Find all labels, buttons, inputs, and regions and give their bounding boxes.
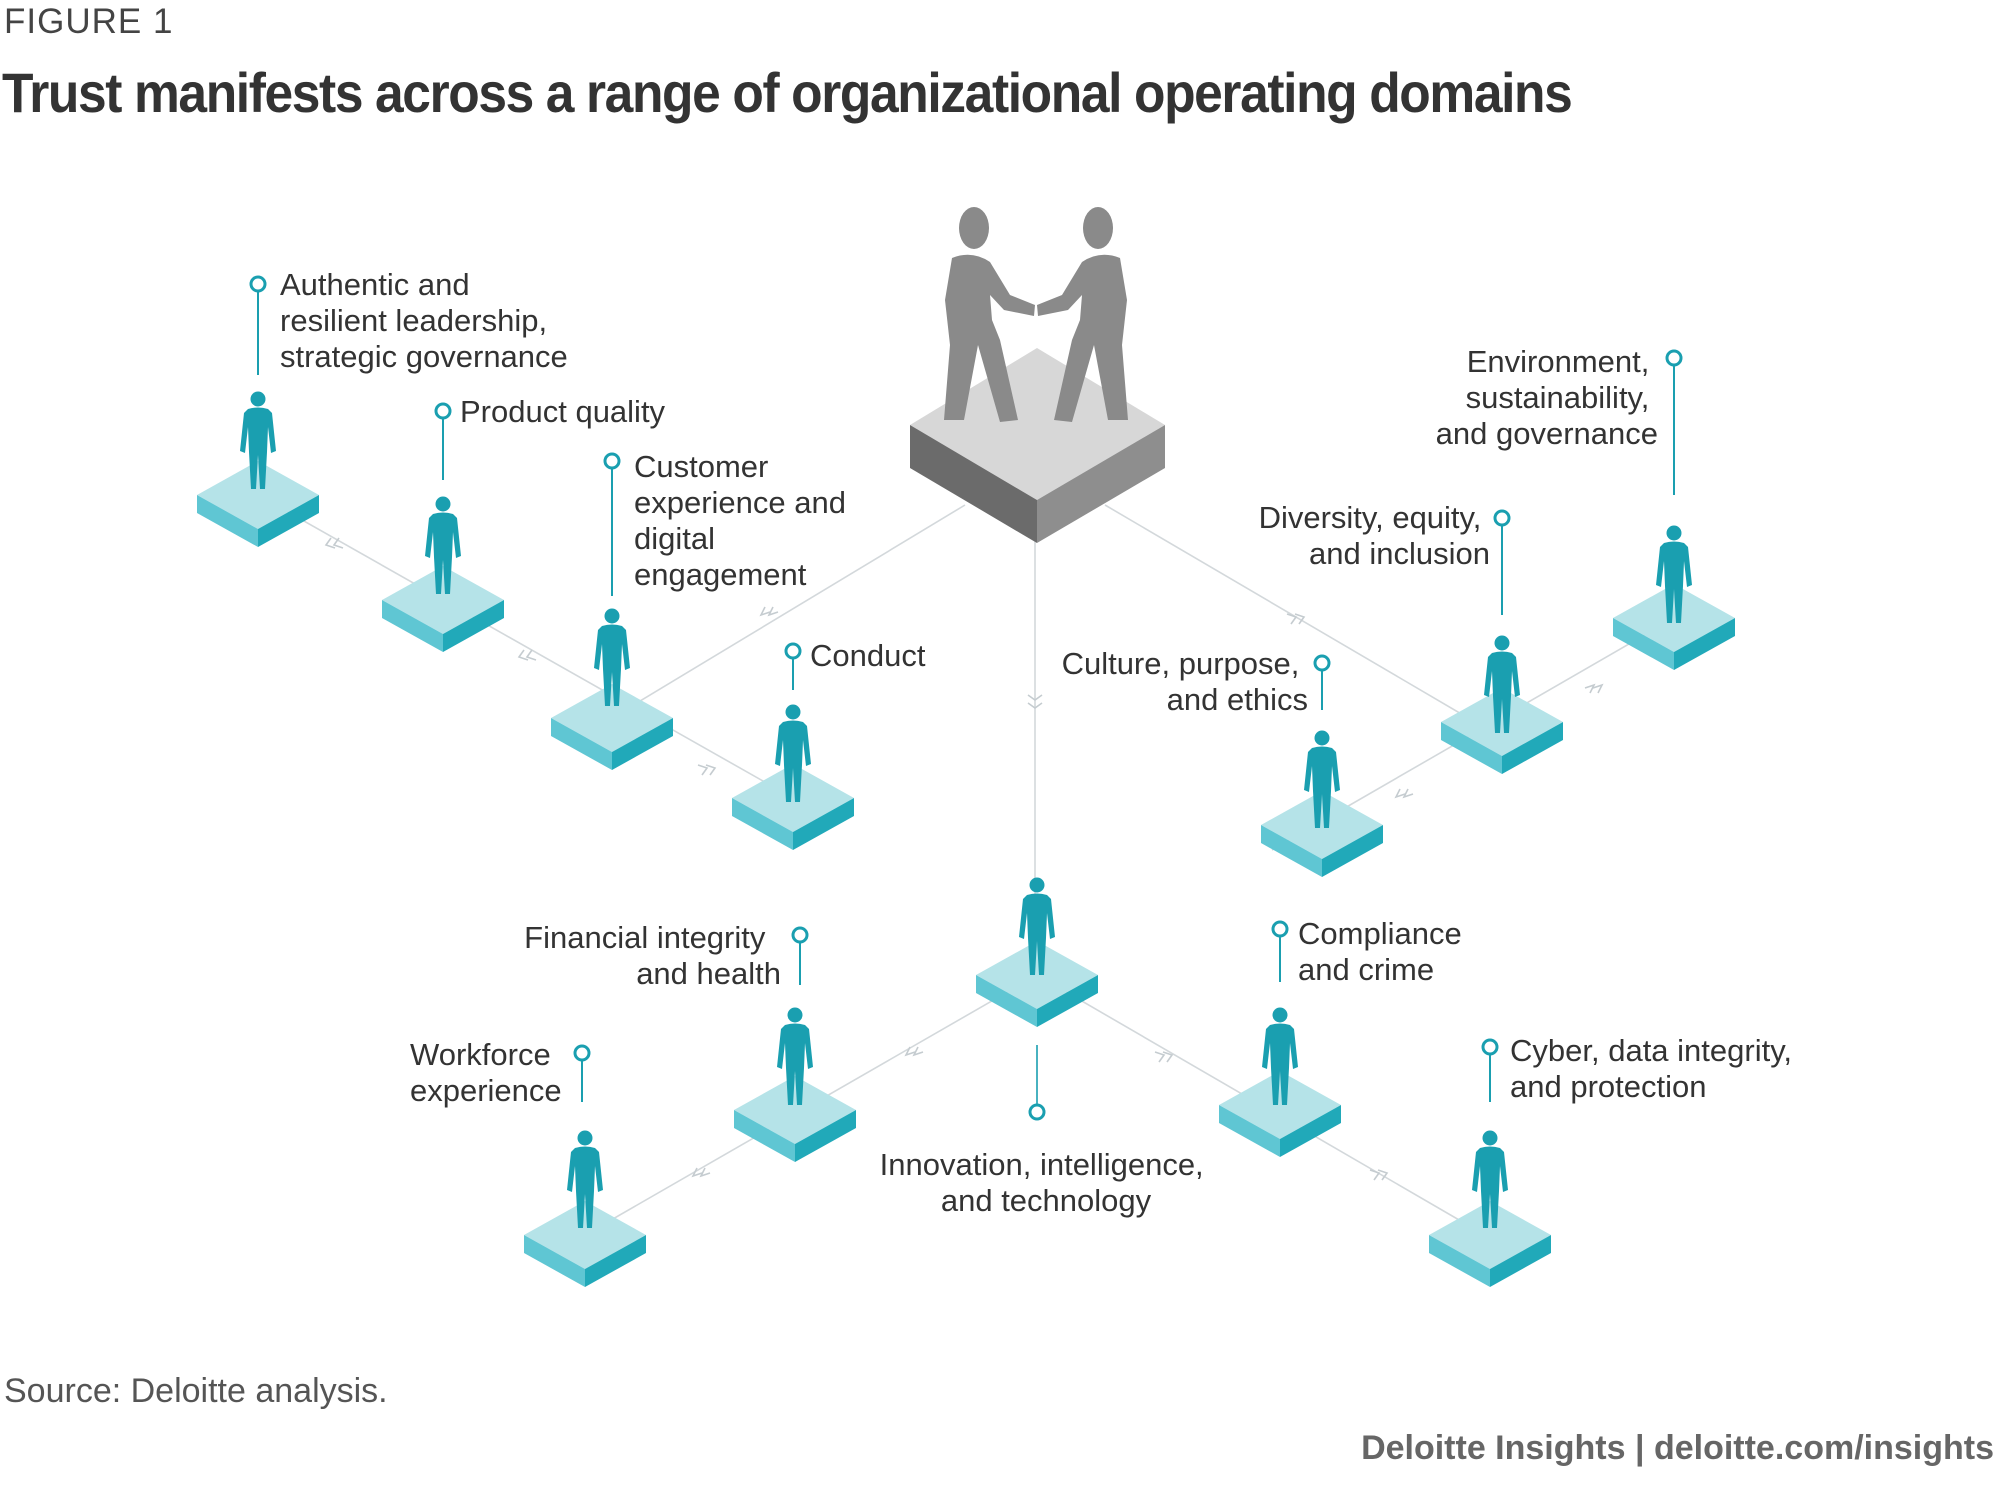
pin-icon [1665, 349, 1683, 367]
label-line: Diversity, equity, [1259, 500, 1482, 535]
domain-node-conduct [732, 642, 854, 850]
label-line: and governance [1436, 416, 1658, 451]
label-line: Innovation, intelligence, [880, 1147, 1204, 1182]
pin-icon [249, 275, 267, 293]
domain-node-leadership [197, 275, 319, 547]
label-line: and protection [1510, 1069, 1706, 1104]
label-line: engagement [634, 557, 807, 592]
pin-icon [1028, 1103, 1046, 1121]
label-customer: Customer experience and digital engageme… [634, 449, 855, 592]
label-product: Product quality [460, 394, 666, 429]
handshake-icon [944, 207, 1128, 422]
label-leadership: Authentic and resilient leadership, stra… [280, 267, 568, 374]
domain-node-diversity [1441, 509, 1563, 774]
pin-icon [603, 452, 621, 470]
domain-node-workforce [524, 1044, 646, 1287]
label-line: Culture, purpose, [1062, 646, 1300, 681]
label-line: Workforce [410, 1037, 551, 1072]
label-line: Customer [634, 449, 768, 484]
pin-icon [784, 642, 802, 660]
domain-node-compliance [1219, 920, 1341, 1157]
domain-node-product [382, 402, 504, 652]
label-line: and technology [941, 1183, 1152, 1218]
pin-icon [1271, 920, 1289, 938]
label-line: resilient leadership, [280, 303, 547, 338]
label-culture: Culture, purpose, and ethics [1062, 646, 1308, 717]
pin-icon [573, 1044, 591, 1062]
domain-node-innovation [976, 877, 1098, 1121]
footer-separator: | [1634, 1429, 1645, 1467]
domain-node-customer [551, 452, 673, 770]
label-line: digital [634, 521, 715, 556]
label-line: Financial integrity [524, 920, 766, 955]
domain-node-financial [734, 926, 856, 1162]
source-note: Source: Deloitte analysis. [4, 1372, 388, 1410]
pin-icon [1313, 654, 1331, 672]
label-environment: Environment, sustainability, and governa… [1436, 344, 1658, 451]
label-line: Authentic and [280, 267, 470, 302]
label-diversity: Diversity, equity, and inclusion [1259, 500, 1490, 571]
label-compliance: Compliance and crime [1298, 916, 1470, 987]
domain-node-environment [1613, 349, 1735, 670]
domain-node-cyber [1429, 1038, 1551, 1287]
pin-icon [434, 402, 452, 420]
domain-node-culture [1261, 654, 1383, 877]
label-line: sustainability, [1466, 380, 1650, 415]
label-line: Cyber, data integrity, [1510, 1033, 1792, 1068]
footer-brand: Deloitte Insights [1361, 1429, 1626, 1467]
footer-link[interactable]: deloitte.com/insights [1653, 1429, 1994, 1467]
flow-chevrons [324, 537, 1604, 1181]
label-line: and health [636, 956, 781, 991]
pin-icon [1481, 1038, 1499, 1056]
page-title: Trust manifests across a range of organi… [2, 61, 1573, 124]
label-innovation: Innovation, intelligence, and technology [880, 1147, 1213, 1218]
label-workforce: Workforce experience [410, 1037, 562, 1108]
figure-label: FIGURE 1 [4, 2, 174, 41]
label-line: and crime [1298, 952, 1434, 987]
domain-labels: Authentic and resilient leadership, stra… [280, 267, 1801, 1218]
label-line: Product quality [460, 394, 666, 429]
handshake-pedestal [910, 207, 1165, 543]
label-financial: Financial integrity and health [524, 920, 781, 991]
label-line: strategic governance [280, 339, 568, 374]
label-line: experience [410, 1073, 562, 1108]
label-cyber: Cyber, data integrity, and protection [1510, 1033, 1801, 1104]
label-line: Environment, [1467, 344, 1650, 379]
pin-icon [1493, 509, 1511, 527]
label-line: and inclusion [1309, 536, 1490, 571]
label-line: experience and [634, 485, 846, 520]
label-line: and ethics [1167, 682, 1308, 717]
label-line: Conduct [810, 638, 926, 673]
label-line: Compliance [1298, 916, 1462, 951]
pin-icon [791, 926, 809, 944]
footer: Deloitte Insights | deloitte.com/insight… [1361, 1429, 1994, 1468]
label-conduct: Conduct [810, 638, 926, 673]
